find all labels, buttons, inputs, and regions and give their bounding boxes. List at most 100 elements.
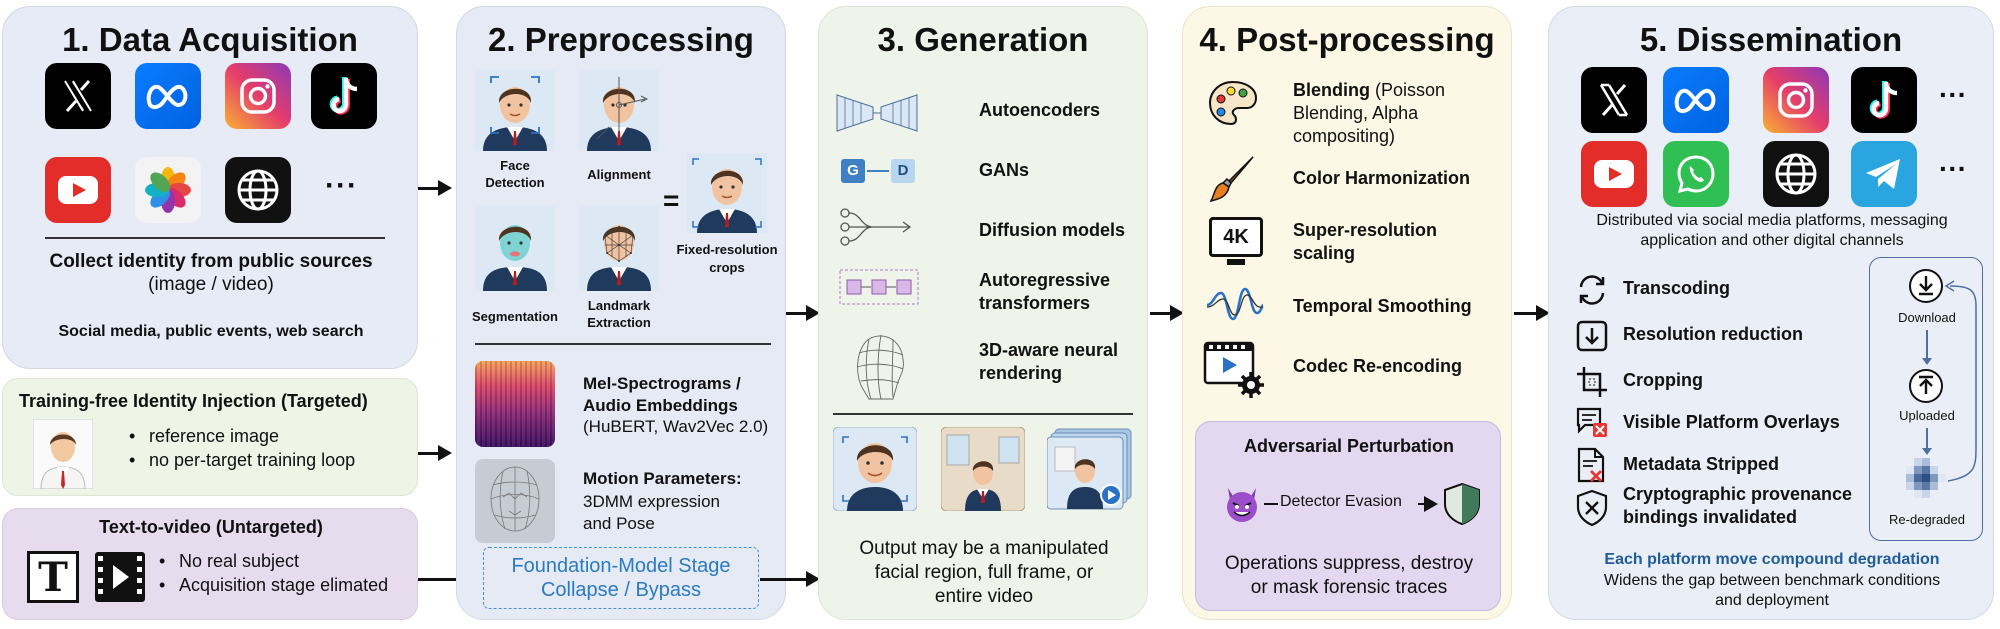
telegram-logo-icon xyxy=(1851,141,1917,207)
waveform-icon xyxy=(1206,287,1265,321)
devil-icon xyxy=(1227,488,1257,522)
diffusion-icon xyxy=(840,208,912,246)
training-free-panel: Training-free Identity Injection (Target… xyxy=(2,378,418,496)
face-detection-image xyxy=(475,69,555,151)
super-resolution-label: Super-resolution scaling xyxy=(1293,220,1438,263)
4k-monitor-icon: 4K xyxy=(1209,217,1263,257)
paintbrush-icon xyxy=(1209,156,1254,203)
arrow-training-free-to-preprocessing xyxy=(418,445,452,461)
generation-title: 3. Generation xyxy=(877,21,1089,58)
arrow-acquisition-to-preprocessing xyxy=(418,180,452,196)
instagram-logo-icon xyxy=(1763,67,1829,133)
x-logo-icon xyxy=(1581,67,1647,133)
mel-sub: (HuBERT, Wav2Vec 2.0) xyxy=(583,417,769,436)
whatsapp-logo-icon xyxy=(1663,141,1729,207)
x-logo-icon xyxy=(45,63,111,129)
blending-rest: (Poisson Blending, Alpha compositing) xyxy=(1293,80,1446,146)
globe-icon xyxy=(225,157,291,223)
codec-reencoding-label: Codec Re-encoding xyxy=(1293,356,1463,376)
autoencoder-icon xyxy=(836,94,918,132)
transcoding-icon xyxy=(1579,275,1605,305)
tiktok-logo-icon xyxy=(1851,67,1917,133)
film-strip-icon xyxy=(95,552,145,602)
evasion-line-left xyxy=(1264,503,1278,505)
acquisition-title: 1. Data Acquisition xyxy=(62,21,358,58)
training-free-title: Training-free Identity Injection (Target… xyxy=(19,391,368,411)
foundation-model-box: Foundation-Model Stage Collapse / Bypass xyxy=(483,547,759,609)
tiktok-logo-icon xyxy=(311,63,377,129)
collect-heading: Collect identity from public sources xyxy=(49,251,373,272)
3dmm-wireframe-image xyxy=(475,459,555,543)
cycle-line-1 xyxy=(1926,330,1928,360)
video-gear-icon xyxy=(1203,341,1264,398)
instagram-logo-icon xyxy=(225,63,291,129)
uploaded-label: Uploaded xyxy=(1899,408,1955,423)
segmentation-label: Segmentation xyxy=(472,309,558,324)
cycle-line-2 xyxy=(1926,428,1928,450)
output-video-thumbnail xyxy=(1047,428,1132,510)
generation-panel: 3. Generation Autoencoders G D GANs Diff… xyxy=(818,6,1148,620)
color-harmonization-label: Color Harmonization xyxy=(1293,168,1471,188)
4k-text: 4K xyxy=(1223,226,1249,248)
youtube-logo-icon xyxy=(45,157,111,223)
arrow-preprocessing-to-generation xyxy=(786,305,820,321)
arrow-foundation-to-generation xyxy=(760,571,820,587)
text-to-video-bullet-2: Acquisition stage elimated xyxy=(159,575,388,596)
autoregressive-label: Autoregressive transformers xyxy=(979,270,1111,313)
motion-sub: 3DMM expression and Pose xyxy=(583,492,720,533)
adversarial-desc: Operations suppress, destroy or mask for… xyxy=(1224,553,1474,598)
face-detection-label: Face Detection xyxy=(485,158,545,190)
evasion-label: Detector Evasion xyxy=(1280,493,1402,510)
adversarial-box: Adversarial Perturbation Detector Evasio… xyxy=(1195,421,1501,611)
mel-spectrogram-image xyxy=(475,361,555,447)
generation-divider xyxy=(833,413,1133,415)
cycle-return-arrow xyxy=(1944,280,1977,482)
cropping-label: Cropping xyxy=(1623,370,1703,390)
arrow-postprocessing-to-dissemination xyxy=(1514,305,1550,321)
diffusion-label: Diffusion models xyxy=(979,220,1126,240)
download-label: Download xyxy=(1898,310,1956,325)
3d-head-wireframe-icon xyxy=(856,334,904,400)
landmark-label: Landmark Extraction xyxy=(587,298,651,330)
globe-icon xyxy=(1763,141,1829,207)
more-platforms-ellipsis: ··· xyxy=(325,169,358,202)
dissemination-title: 5. Dissemination xyxy=(1639,21,1903,58)
re-degraded-label: Re-degraded xyxy=(1889,512,1965,527)
foundation-model-text: Foundation-Model Stage Collapse / Bypass xyxy=(511,555,731,601)
alignment-label: Alignment xyxy=(587,167,651,182)
gans-label: GANs xyxy=(979,160,1030,180)
training-free-bullet-1: reference image xyxy=(129,426,279,447)
blending-label: Blending (Poisson Blending, Alpha compos… xyxy=(1293,79,1445,148)
adversarial-title: Adversarial Perturbation xyxy=(1243,436,1455,456)
metadata-stripped-icon xyxy=(1577,447,1605,483)
metadata-stripped-label: Metadata Stripped xyxy=(1623,454,1780,474)
segmentation-image xyxy=(475,205,555,291)
gan-arrow xyxy=(867,170,889,172)
text-to-video-bullet-1: No real subject xyxy=(159,551,299,572)
cycle-arrowhead-1 xyxy=(1922,358,1932,365)
motion-heading: Motion Parameters: xyxy=(583,469,742,488)
acquisition-panel: 1. Data Acquisition ··· xyxy=(2,6,418,369)
collect-sub: (image / video) xyxy=(148,274,274,295)
sources-text: Social media, public events, web search xyxy=(58,323,364,340)
degraded-pixel-icon xyxy=(1906,458,1946,498)
temporal-smoothing-label: Temporal Smoothing xyxy=(1293,296,1472,316)
autoregressive-icon xyxy=(839,269,919,305)
download-icon xyxy=(1909,269,1943,303)
dissemination-panel: 5. Dissemination ··· ··· Distributed via… xyxy=(1548,6,1994,620)
text-to-video-title: Text-to-video (Untargeted) xyxy=(99,517,323,537)
landmark-extraction-image xyxy=(579,205,659,291)
palette-icon xyxy=(1208,80,1258,126)
output-full-frame-thumbnail xyxy=(941,427,1025,511)
resolution-reduction-icon xyxy=(1576,320,1608,352)
more-platforms-ellipsis-2: ··· xyxy=(1939,153,1967,184)
distributed-text: Distributed via social media platforms, … xyxy=(1596,212,1948,249)
photos-logo-icon xyxy=(135,157,201,223)
text-t-icon: T xyxy=(27,551,79,603)
meta-logo-icon xyxy=(1663,67,1729,133)
output-text: Output may be a manipulated facial regio… xyxy=(859,538,1109,607)
evasion-arrow xyxy=(1418,496,1438,512)
overlay-icon xyxy=(1576,407,1607,437)
blending-bold: Blending xyxy=(1293,80,1370,100)
more-platforms-ellipsis-1: ··· xyxy=(1939,79,1967,110)
